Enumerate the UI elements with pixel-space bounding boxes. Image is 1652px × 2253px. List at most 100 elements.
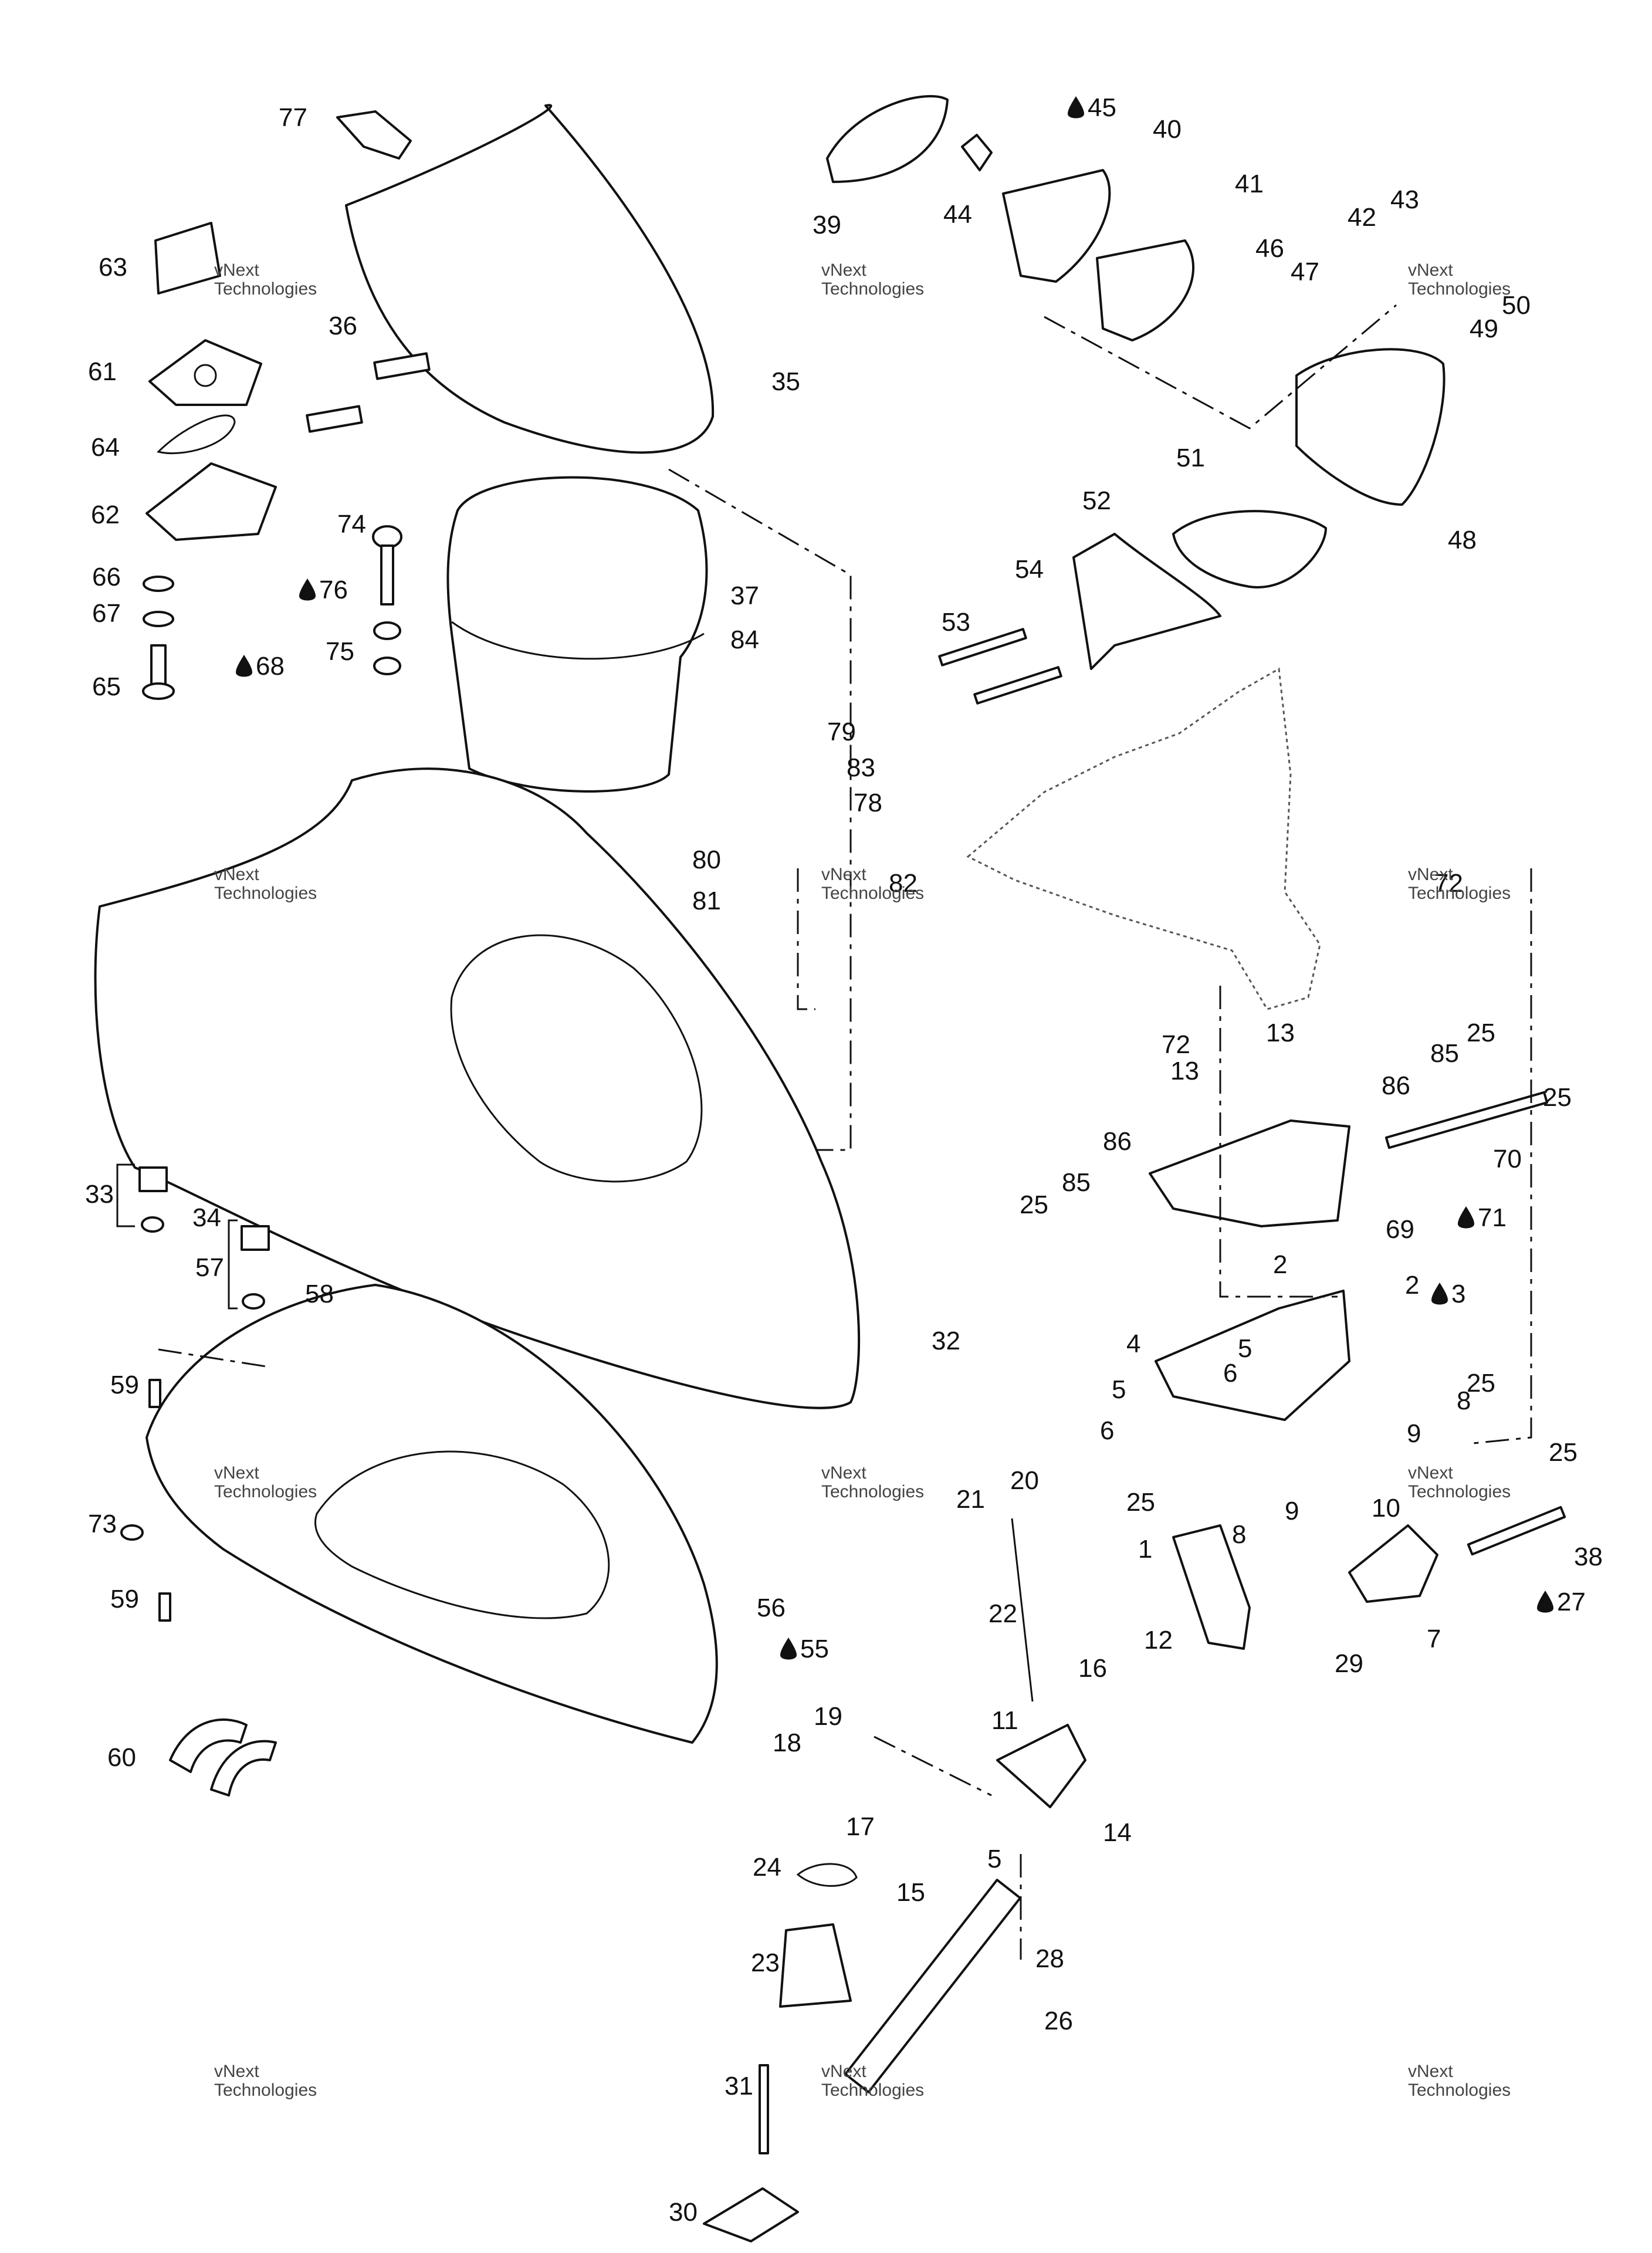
watermark-line1: vNext [1408,2062,1453,2081]
callout-22: 22 [989,1599,1017,1628]
callout-17: 17 [846,1812,875,1841]
callout-number: 63 [99,253,127,282]
part-48-nacelle [1295,348,1446,506]
callout-51: 51 [1176,444,1205,472]
callout-40: 40 [1153,115,1182,144]
callout-11: 11 [991,1706,1018,1735]
part-34-nut [141,1216,164,1233]
callout-9: 9 [1407,1419,1421,1448]
callout-number: 18 [773,1728,801,1757]
callout-number: 25 [1549,1438,1577,1467]
watermark-line1: vNext [1408,261,1453,280]
callout-72: 72 [1434,869,1463,898]
callout-19: 19 [814,1702,842,1731]
callout-number: 77 [279,103,307,132]
callout-number: 5 [987,1845,1001,1873]
callout-15: 15 [896,1878,925,1907]
watermark-line1: vNext [821,261,866,280]
part-32-deck-body [94,767,861,1409]
callout-25: 25 [1543,1083,1572,1112]
callout-50: 50 [1502,291,1531,320]
callout-70: 70 [1493,1145,1522,1173]
watermark-line2: Technologies [214,1482,317,1501]
callout-number: 4 [1126,1330,1140,1358]
callout-69: 69 [1386,1215,1414,1244]
callout-14: 14 [1103,1818,1132,1847]
part-61-hole [194,364,217,387]
callout-67: 67 [92,599,121,628]
callout-21: 21 [956,1485,985,1514]
callout-83: 83 [847,753,875,782]
callout-86: 86 [1103,1127,1132,1156]
watermark-line2: Technologies [1408,1482,1511,1501]
part-41-housing [1096,239,1195,341]
callout-number: 79 [827,718,856,746]
watermark-line1: vNext [1408,865,1453,884]
callout-number: 25 [1467,1019,1495,1047]
part-1-arm [1172,1524,1251,1650]
callout-number: 51 [1176,444,1205,472]
part-66-washer [143,576,174,592]
callout-39: 39 [813,211,841,239]
callout-number: 69 [1386,1215,1414,1244]
callout-number: 72 [1434,869,1463,898]
callout-number: 40 [1153,115,1182,144]
watermark-line1: vNext [1408,1463,1453,1483]
callout-27: 27 [1537,1588,1586,1616]
callout-80: 80 [692,845,721,874]
callout-number: 22 [989,1599,1017,1628]
part-53-bolt [938,628,1027,667]
callout-59: 59 [110,1371,139,1399]
callout-2: 2 [1273,1250,1287,1279]
callout-number: 59 [110,1585,139,1613]
lubricant-drop-icon [1458,1206,1474,1229]
callout-72: 72 [1162,1030,1190,1059]
callout-84: 84 [730,625,759,654]
lubricant-drop-icon [780,1638,797,1660]
callout-76: 76 [299,576,348,604]
callout-74: 74 [337,510,366,539]
part-84-bin-gasket [451,621,705,660]
callout-number: 60 [107,1743,136,1772]
callout-55: 55 [780,1635,829,1663]
callout-number: 72 [1162,1030,1190,1059]
part-35-hood-panel [345,104,715,454]
part-7-block [1348,1524,1438,1603]
callout-82: 82 [889,869,918,898]
part-33-nut-box [138,1166,168,1192]
callout-43: 43 [1390,185,1419,214]
callout-number: 80 [692,845,721,874]
callout-25: 25 [1020,1190,1048,1219]
part-67-washer [143,611,174,627]
callout-63: 63 [99,253,127,282]
guide-line [1044,304,1397,429]
callout-6: 6 [1223,1359,1237,1388]
part-40-housing [1002,169,1111,283]
callout-number: 44 [943,200,972,229]
part-75-washer [373,621,401,640]
callout-34: 34 [192,1203,221,1232]
callout-number: 57 [195,1253,224,1282]
callout-number: 9 [1407,1419,1421,1448]
watermark-line2: Technologies [214,2081,317,2100]
guide-line [1472,868,1532,1445]
callout-75: 75 [326,637,354,666]
callout-12: 12 [1144,1626,1173,1655]
callout-number: 71 [1478,1203,1507,1232]
callout-number: 78 [854,789,882,817]
callout-33: 33 [85,1180,114,1209]
part-76-stud [380,544,394,605]
callout-number: 30 [669,2198,698,2227]
callout-46: 46 [1255,234,1284,263]
watermark-line2: Technologies [1408,279,1511,299]
part-39-lens [826,95,949,183]
callout-number: 27 [1557,1588,1586,1616]
callout-8: 8 [1457,1386,1471,1415]
callout-66: 66 [92,563,121,591]
part-20-rod [1011,1518,1034,1702]
watermark-line2: Technologies [821,1482,924,1501]
